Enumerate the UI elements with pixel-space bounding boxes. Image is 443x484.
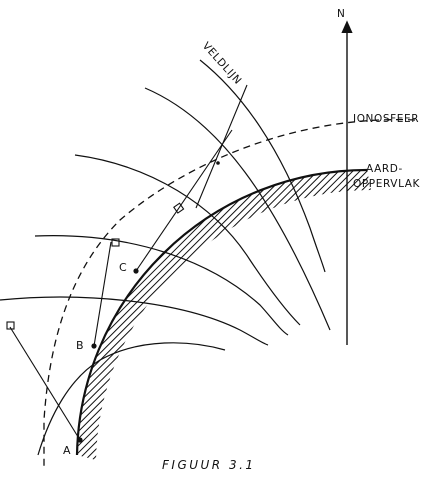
point-a-dot <box>77 437 83 443</box>
field-line <box>34 235 289 336</box>
field-line <box>37 342 226 456</box>
point-b-label: B <box>76 339 84 352</box>
field-line <box>0 296 269 346</box>
point-b-dot <box>91 343 97 349</box>
right-angle-marker <box>173 202 185 214</box>
field-lines <box>0 59 331 456</box>
north-label: N <box>337 8 345 20</box>
line-ionosphere-to-field <box>195 84 248 209</box>
line-b-to-ionosphere <box>93 241 112 347</box>
right-angle-markers <box>6 202 185 330</box>
point-c-label: C <box>119 261 127 274</box>
line-c-to-ionosphere <box>135 129 233 272</box>
ionosphere-dashed-line <box>43 118 416 470</box>
right-angle-marker <box>111 238 120 247</box>
point-c-dot <box>133 268 139 274</box>
line-a-to-ionosphere <box>9 326 81 441</box>
ionosphere-point-dot <box>216 161 220 165</box>
field-line <box>199 59 326 273</box>
right-angle-marker <box>6 321 15 330</box>
earth-surface-label-1: AARD- <box>366 163 403 175</box>
ionosphere-label: IONOSFEER <box>353 113 419 125</box>
earth-surface-hatching <box>77 169 371 460</box>
earth-surface-label-2: OPPERVLAK <box>353 178 421 190</box>
earth-surface-line <box>75 168 368 456</box>
field-line <box>74 154 301 326</box>
point-a-label: A <box>63 444 71 457</box>
figure-caption: FIGUUR 3.1 <box>162 458 256 472</box>
projection-lines <box>9 84 248 441</box>
field-line-veldlijn <box>144 87 331 331</box>
